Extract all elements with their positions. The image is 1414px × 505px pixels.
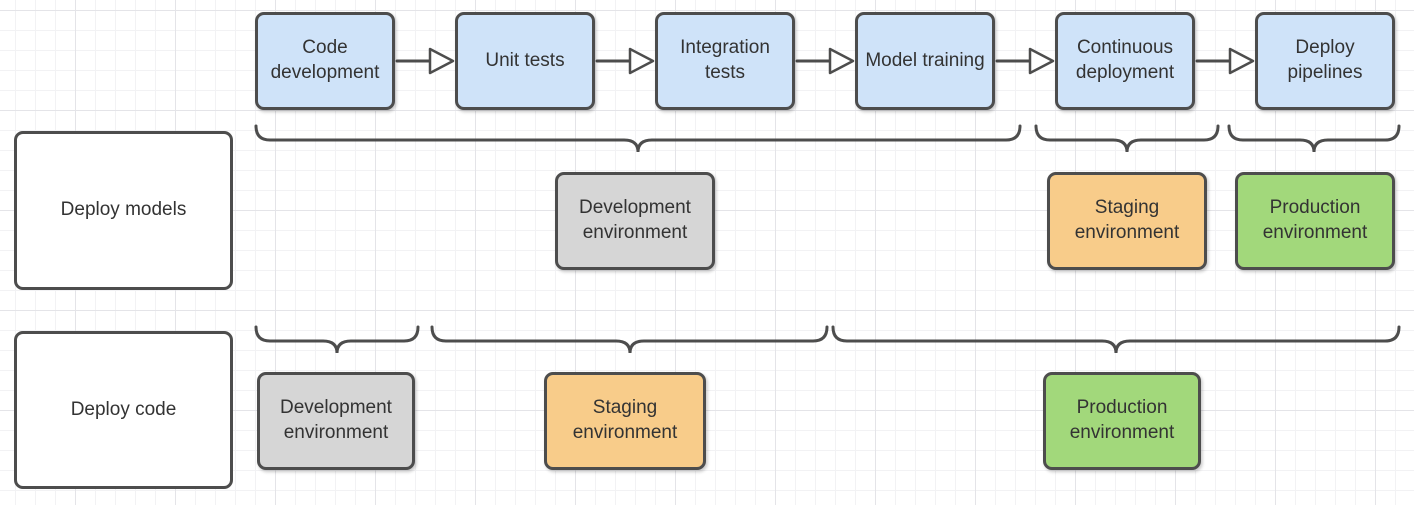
code-development-environment[interactable]: Development environment: [257, 372, 415, 470]
models-development-environment[interactable]: Development environment: [555, 172, 715, 270]
step-continuous-deployment[interactable]: Continuous deployment: [1055, 12, 1195, 110]
code-production-environment[interactable]: Production environment: [1043, 372, 1201, 470]
flow-arrow-1[interactable]: [395, 47, 455, 75]
step-model-training[interactable]: Model training: [855, 12, 995, 110]
arrowhead-icon: [1228, 47, 1255, 75]
code-staging-environment[interactable]: Staging environment: [544, 372, 706, 470]
arrowhead-icon: [828, 47, 855, 75]
brace-code-staging[interactable]: [430, 325, 829, 354]
env-label: Development environment: [579, 197, 691, 243]
step-label: Code development: [270, 37, 380, 83]
brace-models-development[interactable]: [254, 124, 1022, 153]
brace-models-staging[interactable]: [1034, 124, 1220, 153]
step-label: Continuous deployment: [1075, 37, 1175, 83]
brace-code-development[interactable]: [254, 325, 420, 354]
env-label: Production environment: [1262, 197, 1368, 243]
models-production-environment[interactable]: Production environment: [1235, 172, 1395, 270]
env-label: Staging environment: [1074, 197, 1180, 243]
flow-arrow-2[interactable]: [595, 47, 655, 75]
env-label: Development environment: [280, 397, 392, 443]
arrowhead-icon: [628, 47, 655, 75]
flow-arrow-5[interactable]: [1195, 47, 1255, 75]
brace-code-production[interactable]: [831, 325, 1401, 354]
row-label-deploy-code[interactable]: Deploy code: [14, 331, 233, 489]
flow-arrow-4[interactable]: [995, 47, 1055, 75]
step-label: Model training: [865, 49, 985, 71]
env-label: Staging environment: [572, 397, 678, 443]
step-label: Deploy pipelines: [1287, 37, 1363, 83]
row-label-text: Deploy code: [70, 398, 177, 420]
models-staging-environment[interactable]: Staging environment: [1047, 172, 1207, 270]
step-unit-tests[interactable]: Unit tests: [455, 12, 595, 110]
brace-models-production[interactable]: [1227, 124, 1401, 153]
step-code-development[interactable]: Code development: [255, 12, 395, 110]
flow-arrow-3[interactable]: [795, 47, 855, 75]
step-deploy-pipelines[interactable]: Deploy pipelines: [1255, 12, 1395, 110]
step-label: Unit tests: [485, 49, 565, 71]
env-label: Production environment: [1069, 397, 1175, 443]
row-label-text: Deploy models: [60, 199, 187, 221]
step-integration-tests[interactable]: Integration tests: [655, 12, 795, 110]
row-label-deploy-models[interactable]: Deploy models: [14, 131, 233, 290]
arrowhead-icon: [428, 47, 455, 75]
arrowhead-icon: [1028, 47, 1055, 75]
step-label: Integration tests: [680, 37, 770, 83]
